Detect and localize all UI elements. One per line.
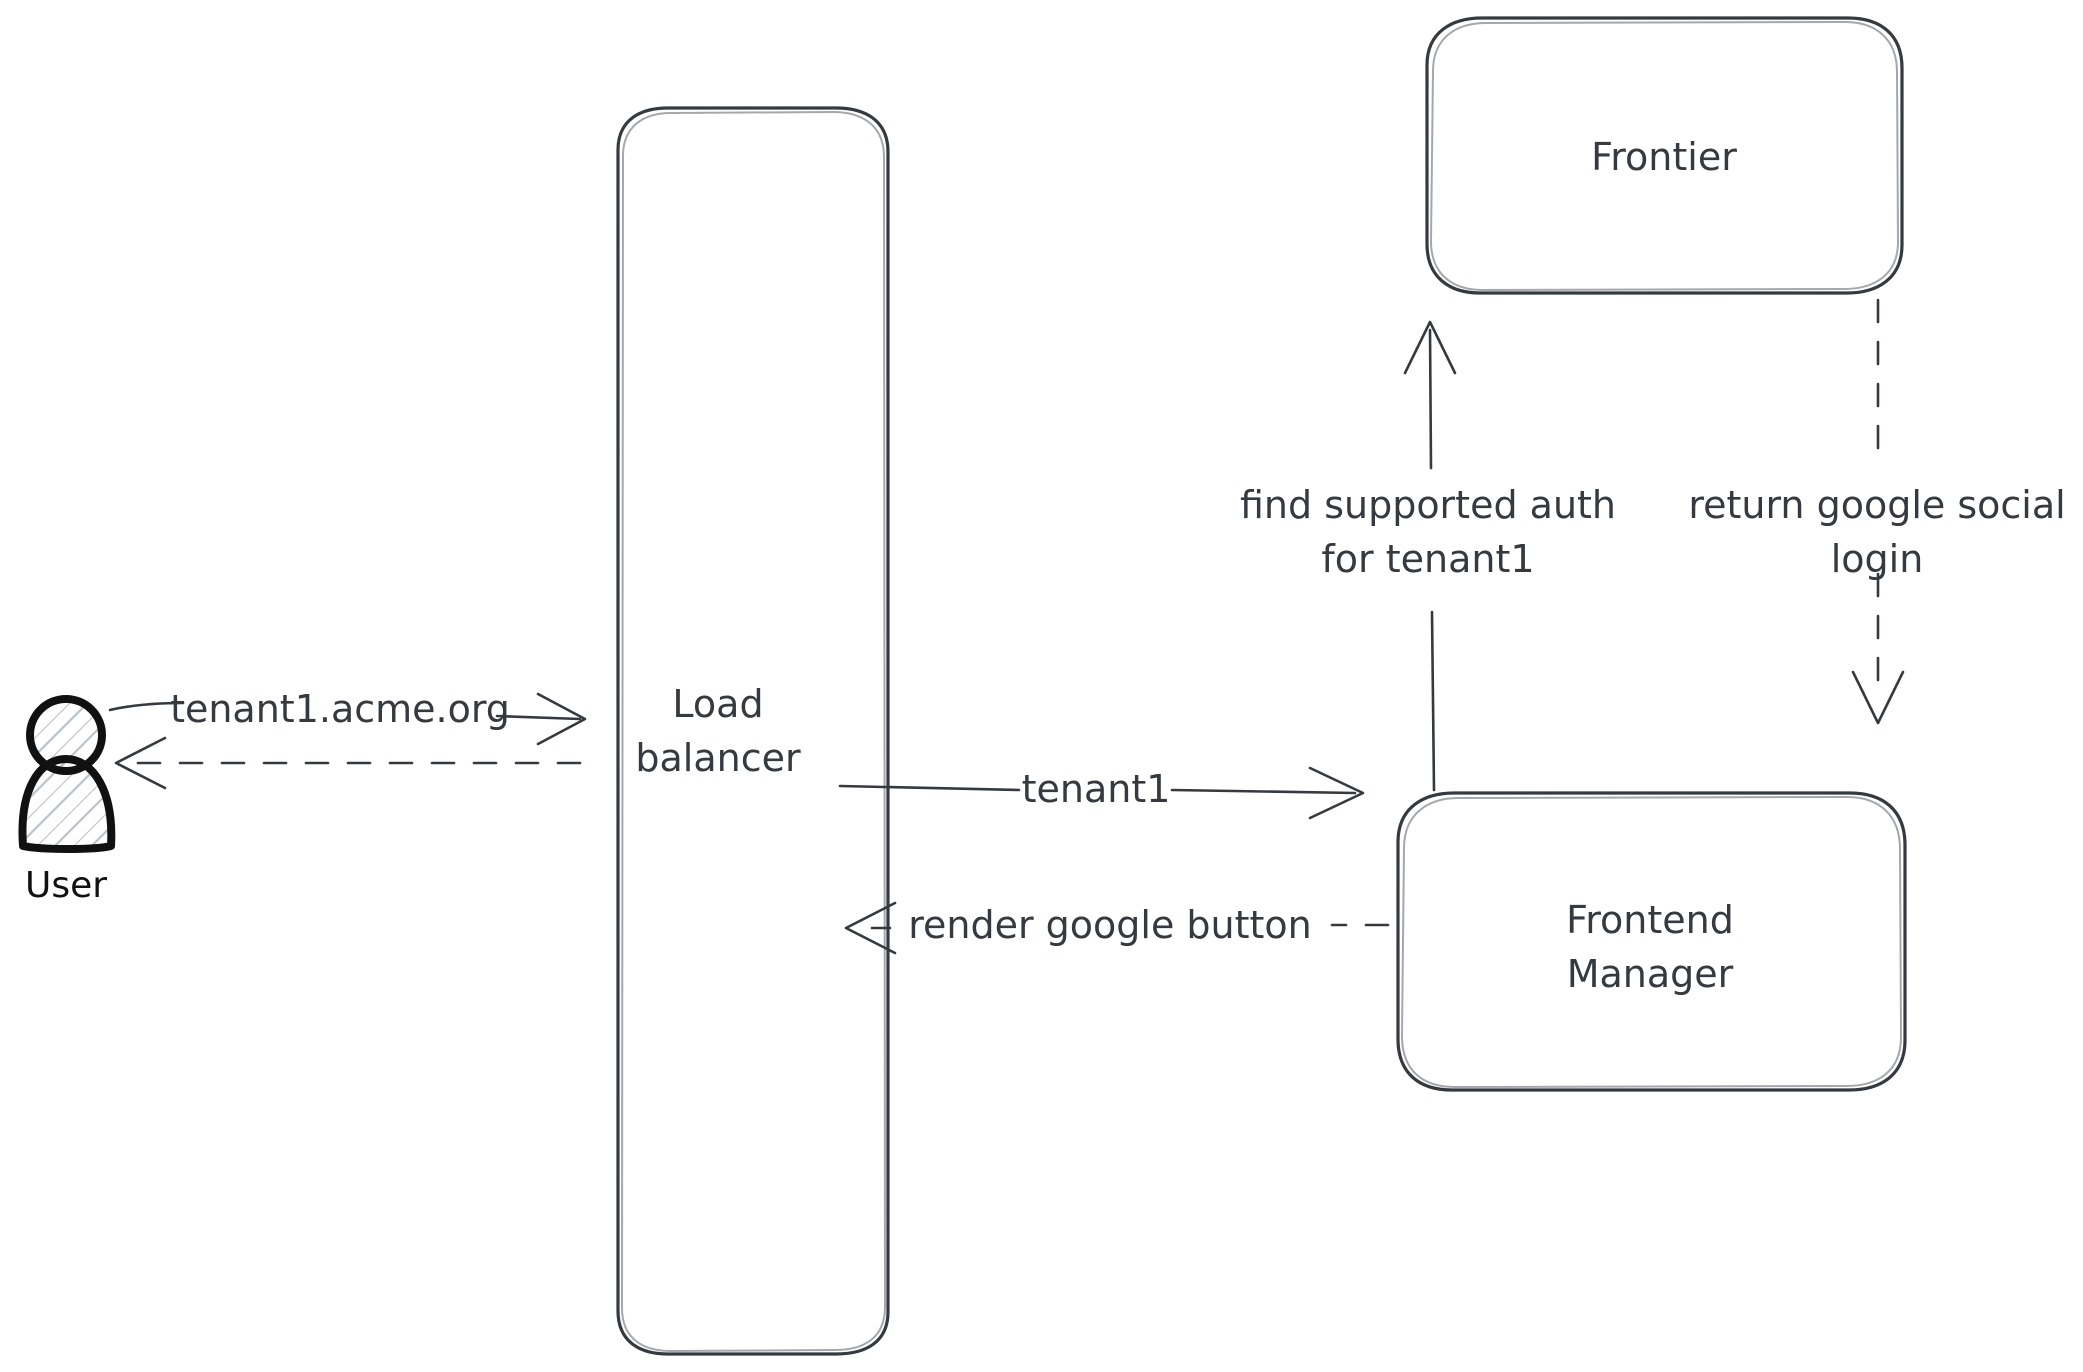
frontier-outline-sketch (1430, 21, 1899, 291)
actor-user-label: User (25, 865, 107, 906)
user-head-fill (30, 699, 102, 771)
node-load-balancer[interactable]: Load balancer (616, 106, 890, 1356)
edge-fm-to-frontier-arrowhead (1403, 320, 1457, 375)
edge-frontier-to-fm-label-line2: login (1831, 537, 1924, 581)
frontend-manager-outline-sketch (1401, 796, 1902, 1088)
edge-frontier-to-fm-label-line1: return google social (1688, 483, 2065, 527)
frontier-outline (1425, 16, 1904, 295)
edge-lb-to-user-arrowhead (114, 736, 167, 790)
edge-lb-to-fm-arrowhead (1308, 766, 1365, 820)
edge-fm-to-frontier-line-lower (1430, 610, 1436, 792)
edge-fm-to-lb-label: render google button (908, 903, 1312, 947)
frontend-manager-label-line1: Frontend (1566, 898, 1734, 942)
actor-user[interactable]: User (18, 695, 116, 906)
edge-frontier-to-frontend-manager[interactable]: return google social login (1688, 298, 2066, 725)
edge-fm-to-frontier-label-line2: for tenant1 (1321, 537, 1534, 581)
edge-user-to-lb-label: tenant1.acme.org (170, 687, 510, 731)
frontend-manager-outline (1396, 791, 1907, 1092)
edge-frontier-to-fm-arrowhead (1851, 670, 1905, 725)
edge-fm-to-frontier-label-line1: find supported auth (1240, 483, 1616, 527)
edge-fm-to-frontier-line-upper (1428, 328, 1433, 470)
frontend-manager-label-line2: Manager (1567, 952, 1734, 996)
user-head-outline (26, 695, 106, 775)
load-balancer-outline (616, 106, 890, 1356)
edge-user-to-lb-line-left (108, 701, 185, 712)
load-balancer-label-line2: balancer (635, 736, 801, 780)
edge-load-balancer-to-user[interactable] (114, 736, 582, 790)
node-frontend-manager[interactable]: Frontend Manager (1396, 791, 1907, 1092)
edge-frontend-manager-to-load-balancer[interactable]: render google button (844, 901, 1390, 955)
user-body-fill (23, 760, 111, 847)
edge-user-to-lb-line-right (495, 714, 582, 721)
edge-load-balancer-to-frontend-manager[interactable]: tenant1 (838, 766, 1365, 820)
node-frontier[interactable]: Frontier (1425, 16, 1904, 295)
load-balancer-outline-sketch (621, 111, 886, 1352)
edge-lb-to-fm-line-right (1170, 788, 1357, 795)
load-balancer-label-line1: Load (672, 682, 763, 726)
frontier-label: Frontier (1591, 135, 1737, 179)
edge-lb-to-fm-label: tenant1 (1022, 767, 1171, 811)
edge-frontend-manager-to-frontier[interactable]: find supported auth for tenant1 (1240, 320, 1616, 792)
edge-user-to-load-balancer[interactable]: tenant1.acme.org (108, 687, 587, 746)
user-body-outline (18, 755, 116, 853)
edge-user-to-lb-arrowhead (536, 692, 587, 746)
edge-lb-to-fm-line-left (838, 784, 1021, 792)
edge-fm-to-lb-arrowhead (844, 901, 897, 955)
